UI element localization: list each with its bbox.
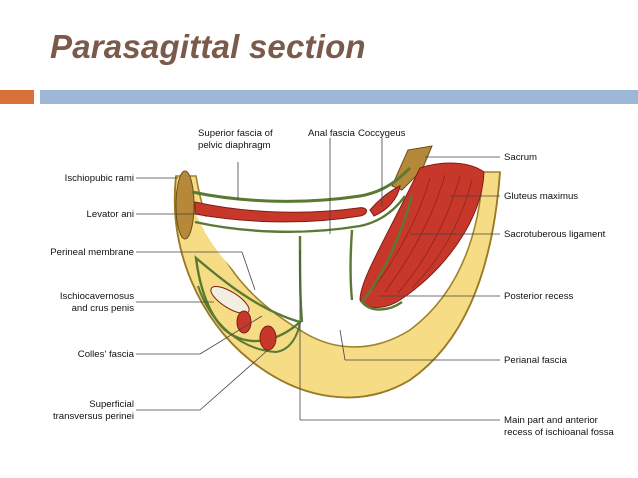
label-superior-fascia-1: Superior fascia of: [198, 128, 273, 139]
coccygeus: [369, 185, 401, 217]
label-sacrum: Sacrum: [504, 152, 537, 163]
label-sacrotuberous-ligament: Sacrotuberous ligament: [504, 229, 606, 240]
label-ischiocavernosus-1: Ischiocavernosus: [60, 291, 134, 302]
skin-contour: [173, 171, 501, 399]
slide-title: Parasagittal section: [50, 28, 366, 65]
label-superior-fascia-2: pelvic diaphragm: [198, 140, 271, 151]
label-levator-ani: Levator ani: [87, 209, 134, 220]
label-anal-fascia: Anal fascia: [308, 128, 356, 139]
label-ischiocavernosus-2: and crus penis: [72, 303, 135, 314]
superior-pelvic-fascia: [191, 166, 412, 203]
label-gluteus-maximus: Gluteus maximus: [504, 191, 578, 202]
leader-lines: [136, 138, 500, 421]
label-main-part-2: recess of ischioanal fossa: [504, 427, 615, 438]
inferior-pelvic-fascia: [194, 195, 406, 233]
label-posterior-recess: Posterior recess: [504, 291, 574, 302]
superficial-transversus-perinei: [236, 310, 252, 334]
label-colles-fascia: Colles' fascia: [78, 349, 135, 360]
title-divider-bar: [40, 90, 638, 104]
title-accent-bar: [0, 90, 34, 104]
sacrotuberous-fascia: [360, 195, 414, 311]
ischiocavernosus-crus: [210, 286, 250, 314]
label-perianal-fascia: Perianal fascia: [504, 355, 568, 366]
gluteus-fibres: [371, 174, 473, 294]
label-superficial-1: Superficial: [89, 399, 134, 410]
colles-fascia: [197, 285, 301, 354]
ischiopubic-ramus: [175, 170, 195, 240]
levator-ani: [194, 201, 367, 223]
label-main-part-1: Main part and anterior: [504, 415, 599, 426]
label-superficial-2: transversus perinei: [53, 411, 134, 422]
label-ischiopubic-rami: Ischiopubic rami: [65, 173, 134, 184]
label-perineal-membrane: Perineal membrane: [50, 247, 134, 258]
bulbospongiosus: [259, 325, 277, 351]
label-coccygeus: Coccygeus: [358, 128, 406, 139]
